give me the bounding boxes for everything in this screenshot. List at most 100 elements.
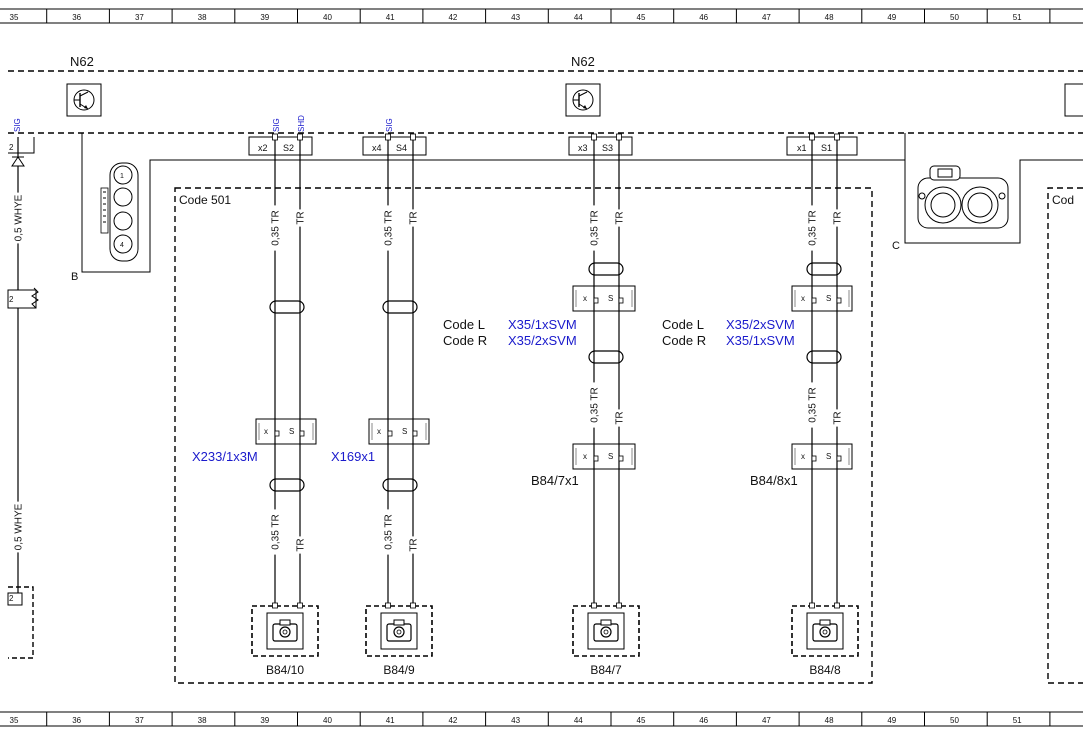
header-pin-x: x1 (797, 143, 807, 153)
pin-number: 4 (120, 242, 124, 249)
wire-label: TR (409, 211, 420, 224)
ruler-label: 43 (511, 716, 520, 725)
connector-b-icon: 1 4 (100, 162, 139, 262)
ruler-label: 41 (386, 716, 395, 725)
module-frame (81, 133, 905, 273)
ruler-label: 36 (72, 716, 81, 725)
wire-label: TR (615, 211, 626, 224)
connector-pin-s: S (289, 427, 294, 436)
code-note: Code L Code R X35/1xSVM X35/2xSVM (443, 317, 577, 348)
left-stub-label: 2 (9, 143, 14, 152)
camera-sensor: B84/10 (251, 602, 319, 677)
ruler-label: 45 (637, 716, 646, 725)
ruler-label: 42 (448, 13, 457, 22)
camera-icon (812, 619, 838, 642)
ruler-label: 37 (135, 716, 144, 725)
header-pin-x: x3 (578, 143, 588, 153)
code-l-value: X35/2xSVM (726, 317, 795, 332)
ruler-label: 40 (323, 13, 332, 22)
shield-loops (269, 262, 842, 492)
transistor-icon (565, 83, 601, 117)
ruler-label: 51 (1013, 716, 1022, 725)
camera-label: B84/9 (383, 663, 415, 677)
wire-label: 0,5 WHYE (14, 503, 25, 550)
connector-pin-x: x (264, 427, 268, 436)
connector-pin-s: S (402, 427, 407, 436)
transistor-icon-partial (1064, 83, 1083, 117)
header-pin-s: S3 (602, 143, 613, 153)
connector-label: B84/7x1 (531, 473, 579, 488)
pin-stub (834, 133, 840, 141)
code-note: Code L Code R X35/2xSVM X35/1xSVM (662, 317, 795, 348)
connector-pin-s: S (826, 452, 831, 461)
camera-icon (593, 619, 619, 642)
header-pin-s: S2 (283, 143, 294, 153)
header-pin-s: S1 (821, 143, 832, 153)
pin-sig-label: SIG (13, 118, 22, 132)
ruler-label: 46 (699, 716, 708, 725)
pin-number: 1 (120, 173, 124, 180)
ruler-label: 35 (10, 716, 19, 725)
code-r-value: X35/2xSVM (508, 333, 577, 348)
connector-pin-x: x (583, 452, 587, 461)
ruler-label: 35 (10, 13, 19, 22)
wire-label: TR (833, 211, 844, 224)
wire-label: 0,35 TR (384, 210, 395, 245)
pin-stub (272, 133, 278, 141)
pin-shd-label: SHD (297, 115, 306, 132)
code-l-value: X35/1xSVM (508, 317, 577, 332)
pin-stubs (272, 133, 840, 141)
wire-label: 0,35 TR (384, 514, 395, 549)
connector-pin-s: S (826, 294, 831, 303)
connector-b-label: B (71, 271, 78, 283)
ruler-label: 39 (260, 716, 269, 725)
wire-label: TR (833, 411, 844, 424)
wire-label: 0,35 TR (271, 210, 282, 245)
ruler-label: 38 (198, 716, 207, 725)
code-box-right-label: Cod (1052, 193, 1074, 207)
connector-pin-s: S (608, 294, 613, 303)
ruler-label: 41 (386, 13, 395, 22)
ruler-label: 49 (887, 13, 896, 22)
wire-label: 0,35 TR (808, 210, 819, 245)
camera-label: B84/8 (809, 663, 841, 677)
left-wire-elements (7, 137, 39, 659)
wires (17, 137, 838, 607)
camera-label: B84/7 (590, 663, 622, 677)
module-n62-boundary (8, 70, 1083, 134)
ruler-label: 44 (574, 716, 583, 725)
code-r-label: Code R (443, 333, 487, 348)
wire-label: TR (296, 538, 307, 551)
header-x2-s2: x2 S2 (248, 136, 313, 156)
wire-label: 0,35 TR (590, 387, 601, 422)
ruler-label: 43 (511, 13, 520, 22)
connector-pin-x: x (583, 294, 587, 303)
connector-label: B84/8x1 (750, 473, 798, 488)
pin-stub (591, 133, 597, 141)
ruler-label: 44 (574, 13, 583, 22)
wire-label: TR (615, 411, 626, 424)
ruler-label: 36 (72, 13, 81, 22)
transistor-icon (66, 83, 102, 117)
module-left-label: N62 (70, 54, 94, 69)
pin-stub (616, 133, 622, 141)
wire-label: TR (296, 211, 307, 224)
header-pin-s: S4 (396, 143, 407, 153)
camera-icon (386, 619, 412, 642)
wire-label: TR (409, 538, 420, 551)
wire-label: 0,35 TR (808, 387, 819, 422)
pin-sig-label: SIG (272, 118, 281, 132)
camera-sensor: B84/8 (791, 602, 859, 677)
code-l-label: Code L (443, 317, 485, 332)
connector-pin-x: x (801, 452, 805, 461)
code-box-right (1047, 187, 1083, 684)
code-r-value: X35/1xSVM (726, 333, 795, 348)
